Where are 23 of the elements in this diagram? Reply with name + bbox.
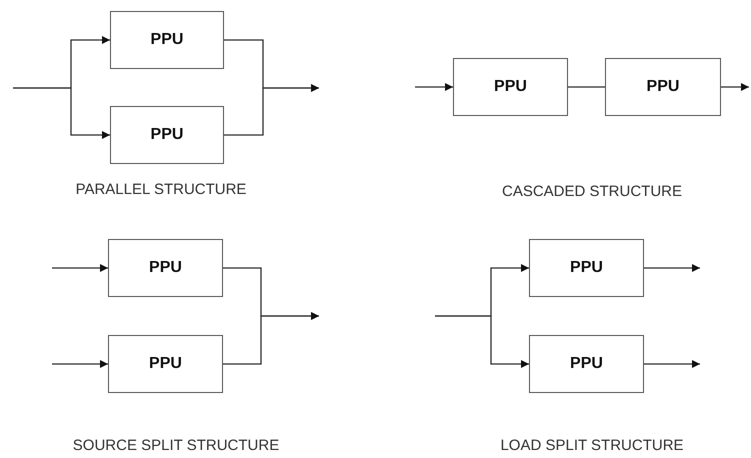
arrow	[52, 360, 108, 368]
arrow	[435, 315, 529, 368]
arrow	[644, 360, 700, 368]
arrow	[721, 83, 749, 91]
process-box: PPU	[108, 335, 223, 393]
arrow	[223, 312, 319, 365]
process-box: PPU	[529, 239, 644, 297]
structure-caption: LOAD SPLIT STRUCTURE	[500, 437, 684, 454]
process-box: PPU	[605, 58, 721, 116]
process-box: PPU	[453, 58, 568, 116]
process-box: PPU	[108, 239, 223, 297]
connector-line	[568, 86, 605, 88]
process-box: PPU	[529, 335, 644, 393]
process-box: PPU	[110, 106, 224, 164]
arrow	[13, 87, 110, 139]
arrow	[224, 84, 319, 136]
arrow	[415, 83, 453, 91]
structure-caption: CASCADED STRUCTURE	[502, 183, 682, 200]
structure-caption: PARALLEL STRUCTURE	[76, 181, 246, 198]
structure-caption: SOURCE SPLIT STRUCTURE	[72, 437, 280, 454]
process-box: PPU	[110, 11, 224, 69]
arrow	[52, 264, 108, 272]
arrow	[644, 264, 700, 272]
